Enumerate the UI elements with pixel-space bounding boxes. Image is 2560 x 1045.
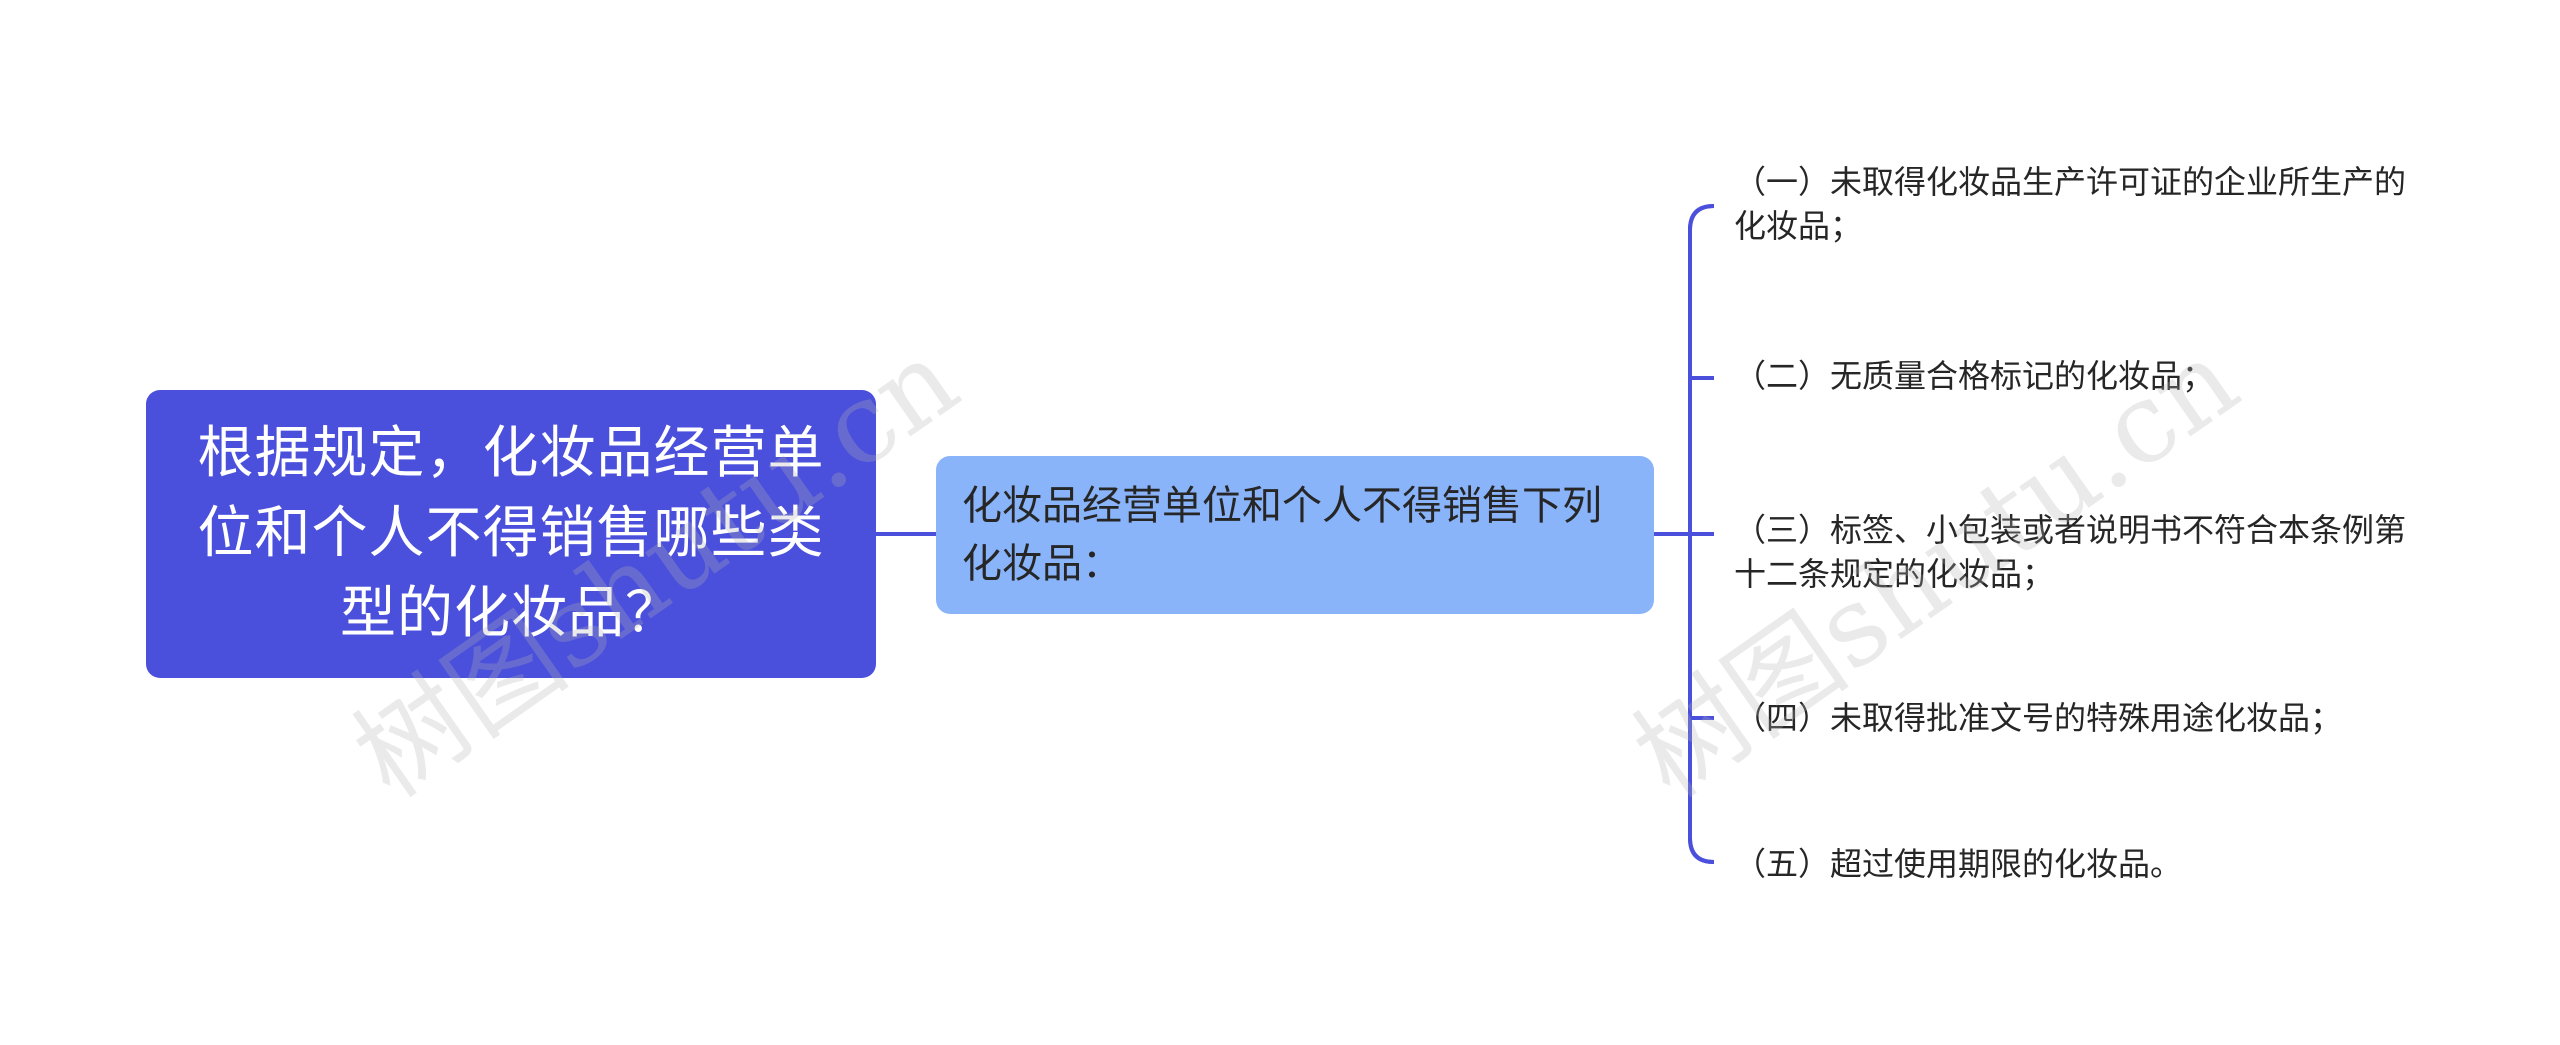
branch-1	[1688, 204, 1715, 231]
root-topic-text: 根据规定，化妆品经营单位和个人不得销售哪些类型的化妆品？	[197, 421, 825, 646]
leaf-topic-3[interactable]: （三）标签、小包装或者说明书不符合本条例第十二条规定的化妆品；	[1734, 511, 2407, 593]
sub-topic-text: 化妆品经营单位和个人不得销售下列化妆品：	[962, 483, 1602, 587]
leaf-topic-1[interactable]: （一）未取得化妆品生产许可证的企业所生产的化妆品；	[1734, 163, 2407, 245]
root-topic-node[interactable]: 根据规定，化妆品经营单位和个人不得销售哪些类型的化妆品？	[146, 390, 876, 678]
leaf-topic-4[interactable]: （四）未取得批准文号的特殊用途化妆品；	[1734, 699, 2343, 737]
leaf-topic-5[interactable]: （五）超过使用期限的化妆品。	[1734, 845, 2183, 883]
branch-5	[1688, 837, 1715, 864]
leaf-topic-2[interactable]: （二）无质量合格标记的化妆品；	[1734, 357, 2215, 395]
sub-topic-node[interactable]: 化妆品经营单位和个人不得销售下列化妆品：	[936, 456, 1654, 614]
